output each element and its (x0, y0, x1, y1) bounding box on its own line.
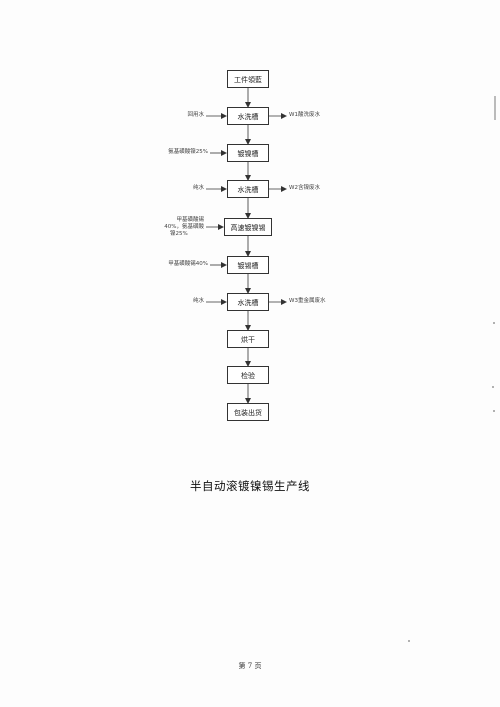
input-label-4-line1: 甲基磺酸锡 (176, 217, 204, 223)
flow-step-high-speed-plating: 高速镀镍锡 (224, 218, 272, 236)
flow-step-nickel-bath: 镀镍槽 (227, 144, 269, 162)
input-label-4: 甲基磺酸锡 40%，氨基磺酸 镍25% (158, 217, 204, 238)
output-label-3: W2含镍废水 (289, 185, 320, 191)
flow-step-rinse-3: 水洗槽 (227, 293, 269, 311)
flow-step-packaging: 包装出货 (227, 403, 269, 421)
scan-dot (408, 640, 410, 642)
page-number: 第 7 页 (238, 662, 262, 670)
figure-caption: 半自动滚镀镍锡生产线 (190, 479, 310, 493)
flow-step-start: 工件領藍 (227, 70, 269, 88)
input-label-5: 甲基磺酸锡40% (168, 261, 208, 267)
input-label-4-line3: 镍25% (170, 231, 188, 237)
flow-step-drying: 烘干 (227, 330, 269, 348)
input-label-3: 纯水 (192, 185, 204, 191)
input-label-6: 纯水 (192, 298, 204, 304)
flow-step-inspection: 检验 (227, 366, 269, 384)
output-label-1: W1酸洗废水 (289, 112, 320, 118)
flow-step-tin-bath: 镀锡槽 (227, 256, 269, 274)
scan-dot (493, 322, 495, 324)
scan-dot (493, 410, 495, 412)
scan-dot (492, 386, 494, 388)
scan-edge-mark (494, 96, 496, 120)
input-label-1: 回用水 (187, 112, 204, 118)
input-label-4-line2: 40%，氨基磺酸 (164, 224, 204, 230)
input-label-2: 氨基磺酸镍25% (168, 149, 208, 155)
output-label-6: W3重金属废水 (289, 298, 326, 304)
flow-step-rinse-1: 水洗槽 (227, 107, 269, 125)
flow-step-rinse-2: 水洗槽 (227, 180, 269, 198)
